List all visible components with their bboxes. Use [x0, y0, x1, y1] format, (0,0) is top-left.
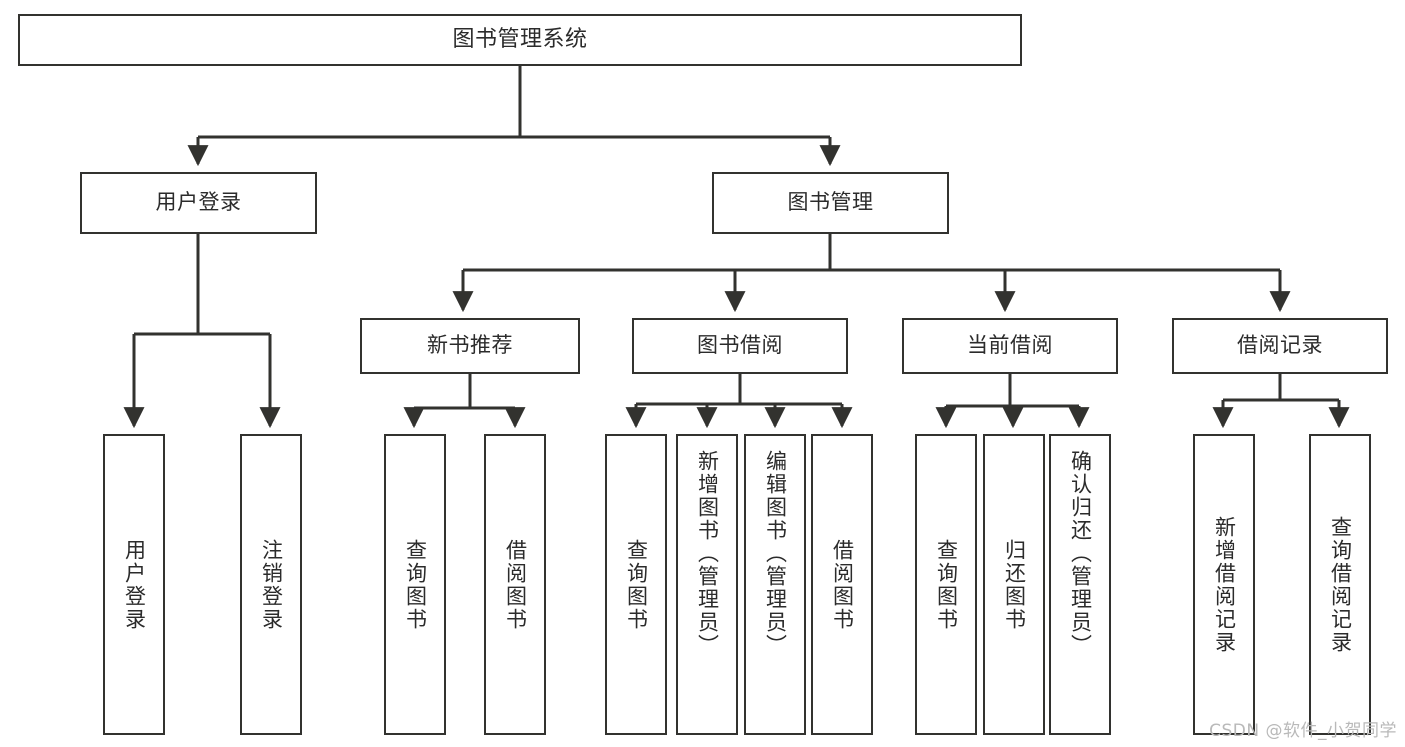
- leaf-add-borrow-record[interactable]: 新增借阅记录: [1193, 434, 1255, 735]
- node-label: 确认归还（管理员）: [1068, 450, 1093, 657]
- node-label: 用户登录: [122, 538, 147, 631]
- node-label: 图书管理: [787, 190, 874, 215]
- leaf-query-book-current[interactable]: 查询图书: [915, 434, 977, 735]
- leaf-logout[interactable]: 注销登录: [240, 434, 302, 735]
- leaf-confirm-return-admin[interactable]: 确认归还（管理员）: [1049, 434, 1111, 735]
- leaf-return-book[interactable]: 归还图书: [983, 434, 1045, 735]
- leaf-edit-book-admin[interactable]: 编辑图书（管理员）: [744, 434, 806, 735]
- node-user-login[interactable]: 用户登录: [80, 172, 317, 234]
- node-label: 新增借阅记录: [1212, 515, 1237, 654]
- leaf-user-login[interactable]: 用户登录: [103, 434, 165, 735]
- leaf-borrow-book-recommend[interactable]: 借阅图书: [484, 434, 546, 735]
- leaf-query-borrow-record[interactable]: 查询借阅记录: [1309, 434, 1371, 735]
- node-label: 新增图书（管理员）: [695, 450, 720, 657]
- node-label: 当前借阅: [967, 333, 1053, 358]
- leaf-query-book-borrow[interactable]: 查询图书: [605, 434, 667, 735]
- node-label: 注销登录: [259, 538, 284, 631]
- node-label: 编辑图书（管理员）: [763, 450, 788, 657]
- node-label: 查询借阅记录: [1328, 515, 1353, 654]
- node-label: 借阅图书: [503, 538, 528, 631]
- node-new-book-recommend[interactable]: 新书推荐: [360, 318, 580, 374]
- node-label: 查询图书: [403, 538, 428, 631]
- node-label: 用户登录: [155, 190, 242, 215]
- leaf-borrow-book[interactable]: 借阅图书: [811, 434, 873, 735]
- node-borrow-record[interactable]: 借阅记录: [1172, 318, 1388, 374]
- node-root-system[interactable]: 图书管理系统: [18, 14, 1022, 66]
- csdn-watermark: CSDN @软件_小贺同学: [1209, 721, 1397, 741]
- node-label: 借阅图书: [830, 538, 855, 631]
- node-label: 图书借阅: [697, 333, 783, 358]
- node-book-borrow[interactable]: 图书借阅: [632, 318, 848, 374]
- node-label: 查询图书: [624, 538, 649, 631]
- node-label: 新书推荐: [427, 333, 513, 358]
- node-label: 查询图书: [934, 538, 959, 631]
- node-label: 借阅记录: [1237, 333, 1323, 358]
- leaf-query-book-recommend[interactable]: 查询图书: [384, 434, 446, 735]
- node-label: 图书管理系统: [452, 26, 588, 52]
- node-book-management[interactable]: 图书管理: [712, 172, 949, 234]
- leaf-add-book-admin[interactable]: 新增图书（管理员）: [676, 434, 738, 735]
- node-current-borrow[interactable]: 当前借阅: [902, 318, 1118, 374]
- node-label: 归还图书: [1002, 538, 1027, 631]
